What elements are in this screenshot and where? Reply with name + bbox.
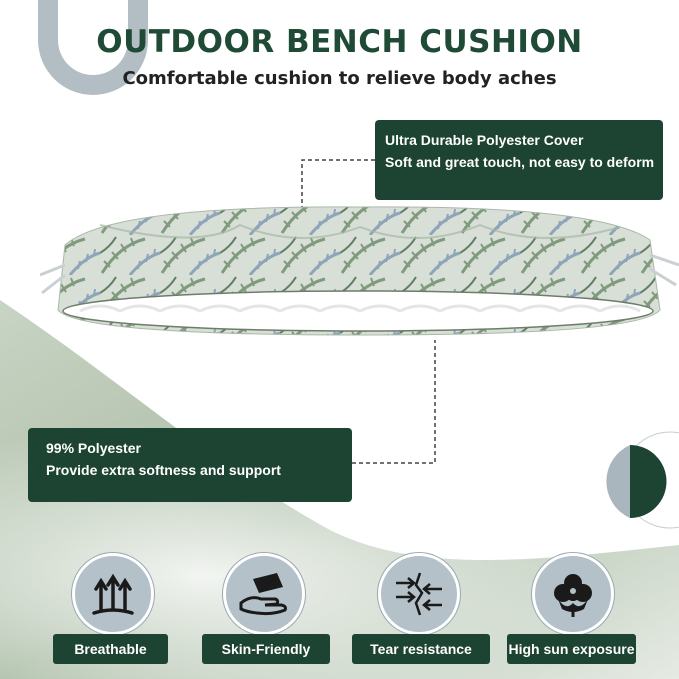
breathable-feature-circle xyxy=(72,553,154,635)
hand-touch-icon xyxy=(239,573,287,616)
skin-friendly-feature-circle xyxy=(223,553,305,635)
cover-callout-text: Soft and great touch, not easy to deform xyxy=(385,154,655,170)
half-circle-green xyxy=(630,445,667,518)
cover-callout: Ultra Durable Polyester Cover Soft and g… xyxy=(375,120,663,200)
filling-callout-text: Provide extra softness and support xyxy=(46,462,281,478)
cotton-flower-icon xyxy=(554,574,592,617)
sun-exposure-feature-circle xyxy=(532,553,614,635)
bench-cushion-image xyxy=(40,206,679,336)
page-subtitle: Comfortable cushion to relieve body ache… xyxy=(122,68,557,89)
breathable-arrows-icon xyxy=(92,573,134,615)
tear-resistance-icon xyxy=(396,572,442,616)
feature-label-tear-resistance: Tear resistance xyxy=(352,634,490,664)
page-title: OUTDOOR BENCH CUSHION xyxy=(96,24,583,60)
cover-callout-title: Ultra Durable Polyester Cover xyxy=(385,132,584,148)
half-circle-gray xyxy=(606,445,630,518)
u-shape-decoration xyxy=(38,0,148,95)
feature-label-skin-friendly: Skin-Friendly xyxy=(202,634,330,664)
filling-callout: 99% Polyester Provide extra softness and… xyxy=(28,428,352,502)
cover-leader-line xyxy=(301,159,375,210)
tear-resistance-feature-circle xyxy=(378,553,460,635)
filling-leader-line xyxy=(352,340,436,464)
filling-callout-title: 99% Polyester xyxy=(46,440,141,456)
feature-label-sun-exposure: High sun exposure xyxy=(507,634,636,664)
feature-label-breathable: Breathable xyxy=(53,634,168,664)
